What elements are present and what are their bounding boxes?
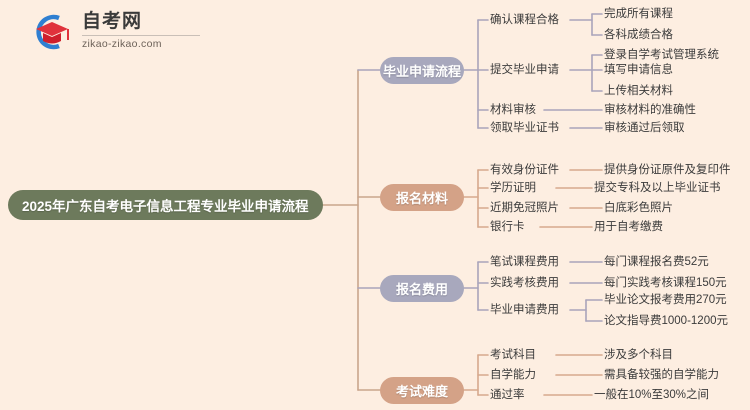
leaf-multiple-subjects[interactable]: 涉及多个科目 [604,349,673,361]
sub-node-bank-card[interactable]: 银行卡 [490,221,525,233]
leaf-diploma-submission[interactable]: 提交专科及以上毕业证书 [594,182,721,194]
leaf-pass-rate-range[interactable]: 一般在10%至30%之间 [594,389,710,401]
sub-node-graduation-application-fee[interactable]: 毕业申请费用 [490,304,559,316]
site-logo: 自考网 zikao-zikao.com [28,10,200,52]
branch-node-application-materials[interactable]: 报名材料 [380,184,464,211]
root-node[interactable]: 2025年广东自考电子信息工程专业毕业申请流程 [8,190,323,220]
sub-node-written-course-fee[interactable]: 笔试课程费用 [490,256,559,268]
leaf-strong-self-study[interactable]: 需具备较强的自学能力 [604,369,719,381]
leaf-login-exam-system[interactable]: 登录自学考试管理系统 [604,49,719,61]
logo-divider [82,34,200,36]
branch-node-exam-difficulty[interactable]: 考试难度 [380,377,464,404]
leaf-complete-all-courses[interactable]: 完成所有课程 [604,8,673,20]
leaf-receive-after-approval[interactable]: 审核通过后领取 [604,122,685,134]
leaf-course-registration-52[interactable]: 每门课程报名费52元 [604,256,709,268]
sub-node-valid-id[interactable]: 有效身份证件 [490,164,559,176]
leaf-thesis-guidance-fee[interactable]: 论文指导费1000-1200元 [604,315,728,327]
leaf-practical-course-150[interactable]: 每门实践考核课程150元 [604,277,727,289]
sub-node-recent-photo[interactable]: 近期免冠照片 [490,202,559,214]
branch-node-application-fees[interactable]: 报名费用 [380,275,464,302]
logo-graduation-cap-icon [28,10,74,52]
sub-node-material-review[interactable]: 材料审核 [490,104,536,116]
leaf-all-subjects-passed[interactable]: 各科成绩合格 [604,29,673,41]
logo-subtitle: zikao-zikao.com [82,37,162,50]
sub-node-submit-application[interactable]: 提交毕业申请 [490,64,559,76]
sub-node-practical-assessment-fee[interactable]: 实践考核费用 [490,277,559,289]
leaf-upload-materials[interactable]: 上传相关材料 [604,85,673,97]
branch-node-graduation-process[interactable]: 毕业申请流程 [380,57,464,84]
leaf-fill-application-info[interactable]: 填写申请信息 [604,64,673,76]
sub-node-pass-rate[interactable]: 通过率 [490,389,525,401]
leaf-white-background-photo[interactable]: 白底彩色照片 [604,202,673,214]
sub-node-exam-subjects[interactable]: 考试科目 [490,349,536,361]
sub-node-confirm-courses[interactable]: 确认课程合格 [490,14,559,26]
leaf-thesis-registration-270[interactable]: 毕业论文报考费用270元 [604,294,727,306]
leaf-used-for-payment[interactable]: 用于自考缴费 [594,221,663,233]
leaf-id-original-copy[interactable]: 提供身份证原件及复印件 [604,164,731,176]
sub-node-self-study-ability[interactable]: 自学能力 [490,369,536,381]
sub-node-receive-certificate[interactable]: 领取毕业证书 [490,122,559,134]
sub-node-education-proof[interactable]: 学历证明 [490,182,536,194]
leaf-verify-accuracy[interactable]: 审核材料的准确性 [604,104,696,116]
logo-title: 自考网 [82,11,143,33]
